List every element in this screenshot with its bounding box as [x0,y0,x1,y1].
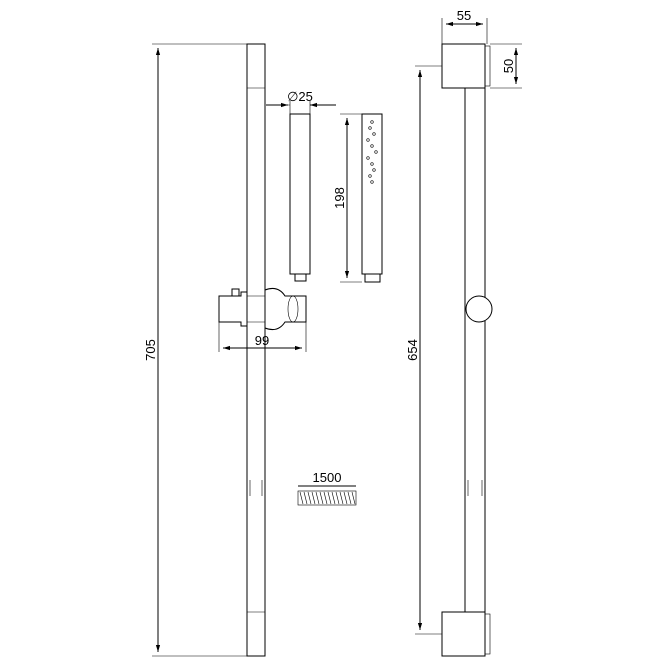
dimension-total-height: 705 [143,43,247,657]
spray-nozzle [372,168,376,172]
spray-nozzle [366,138,370,142]
hose-coil [299,491,304,505]
diameter-label: ∅25 [287,89,313,104]
hose-coil [303,491,308,505]
spray-nozzle [368,126,372,130]
hose-coil [311,491,316,505]
side-view-rail [441,43,493,657]
dimension-hand-shower-length: 198 [332,113,362,283]
hose-coil [335,491,340,505]
hose-coils [299,491,356,505]
hose: 1500 [297,470,357,506]
hose-length-label: 1500 [313,470,342,485]
hand-shower-front [361,113,383,283]
spray-nozzle [374,150,378,154]
hose-coil [315,491,320,505]
spray-nozzle [370,120,374,124]
hose-coil [327,491,332,505]
bracket-spacing-label: 654 [405,339,420,361]
spray-nozzle [366,156,370,160]
holder-width-label: 99 [255,333,269,348]
hose-coil [331,491,336,505]
hand-shower-length-label: 198 [332,187,347,209]
hose-coil [351,491,356,505]
hose-coil [319,491,324,505]
hose-coil [339,491,344,505]
spray-nozzle [370,162,374,166]
hose-coil [307,491,312,505]
hose-coil [323,491,328,505]
mount-depth-label: 50 [501,59,516,73]
dimension-diameter: ∅25 [266,89,336,108]
mount-width-label: 55 [457,8,471,23]
dimension-mount-depth: 50 [490,43,522,89]
total-height-label: 705 [143,339,158,361]
spray-nozzle [372,132,376,136]
dimension-mount-width: 55 [441,8,488,44]
dimension-bracket-spacing: 654 [405,65,442,635]
hose-coil [343,491,348,505]
spray-nozzle [370,144,374,148]
hand-shower-side [289,101,311,282]
hose-coil [347,491,352,505]
spray-nozzle [368,174,372,178]
front-view-rail [246,43,266,657]
slider-holder: 99 [218,288,307,352]
spray-nozzle [370,180,374,184]
spray-nozzles [366,120,378,184]
